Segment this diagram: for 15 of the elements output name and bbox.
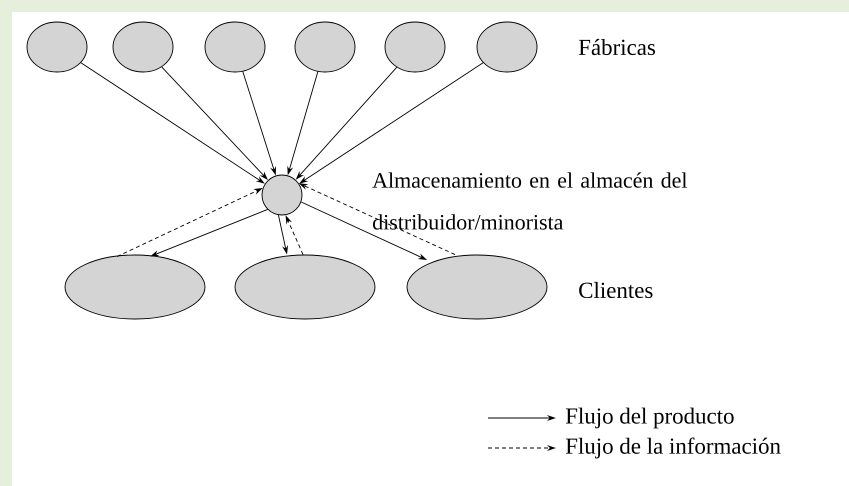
factory-ellipse — [112, 22, 174, 72]
factory-ellipse — [294, 22, 356, 72]
warehouse-circle — [262, 174, 302, 216]
factory-ellipse — [26, 22, 88, 72]
factory-ellipse — [384, 22, 446, 72]
legend-text: Flujo de la información — [566, 437, 781, 458]
factory-ellipse — [476, 22, 538, 72]
customer-ellipse — [64, 254, 206, 320]
customer-ellipse — [234, 254, 376, 320]
factory-ellipse — [204, 22, 266, 72]
group-label: Clientes — [579, 282, 652, 298]
group-label: Fábricas — [578, 38, 656, 56]
legend-text: Flujo del producto — [566, 408, 734, 428]
customer-ellipse — [406, 254, 548, 320]
caption-text: Almacenamiento en el almacén del distribuidor/minorista — [372, 172, 688, 230]
